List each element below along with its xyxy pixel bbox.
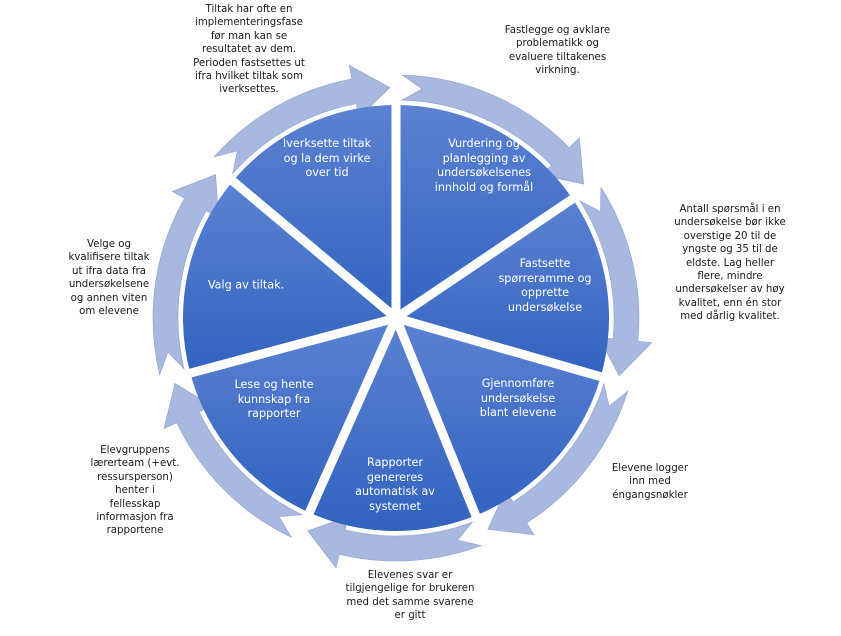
separator-line: [394, 313, 649, 395]
separator-line: [391, 316, 498, 562]
center-hub: [389, 311, 403, 325]
segment-iverksette: [232, 105, 396, 318]
arrow-valg: [152, 174, 219, 376]
note-fastsette: Antall spørsmål i en undersøkelse bør ik…: [674, 204, 786, 323]
segment-valg: [183, 181, 396, 374]
separators: [142, 57, 649, 562]
arrow-ring: [152, 64, 653, 569]
arrow-fastsette: [579, 186, 653, 377]
note-gjennomfore: Elevene logger inn med éngangsnøkler: [611, 463, 689, 501]
segment-lese: [190, 318, 396, 513]
segment-label-gjennomfore: Gjennomføre undersøkelse blant elevene: [479, 377, 557, 420]
segment-pie: [183, 105, 609, 532]
segment-gjennomfore: [396, 318, 601, 516]
separator-line: [393, 168, 615, 322]
separator-line: [193, 146, 399, 322]
note-rapporter: Elevenes svar er tilgjengelige for bruke…: [345, 570, 475, 622]
note-lese: Elevgruppens lærerteam (+evt. ressursper…: [90, 445, 180, 537]
separator-line: [142, 313, 398, 390]
segment-label-rapporter: Rapporter genereres automatisk av system…: [355, 455, 435, 513]
note-valg: Velge og kvalifisere tiltak ut ifra data…: [68, 239, 150, 318]
arrow-iverksette: [213, 64, 391, 175]
segment-label-iverksette: Iverksette tiltak og la dem virke over t…: [282, 137, 372, 180]
segment-rapporter: [309, 318, 476, 532]
separator-line: [285, 316, 401, 559]
segment-label-vurdering: Vurdering og planlegging av undersøkelse…: [434, 136, 534, 194]
arrow-rapporter: [307, 515, 483, 569]
note-vurdering: Fastlegge og avklare problematikk og eva…: [504, 25, 611, 77]
arrow-gjennomfore: [487, 382, 629, 536]
segment-label-lese: Lese og hente kunnskap fra rapporter: [234, 378, 314, 421]
note-iverksette: Tiltak har ofte en implementeringsfase f…: [193, 4, 305, 96]
segment-vurdering: [396, 105, 573, 318]
segment-label-valg: Valg av tiltak.: [207, 278, 285, 292]
segment-label-fastsette: Fastsette spørreramme og opprette unders…: [498, 256, 592, 314]
arrow-vurdering: [400, 74, 584, 185]
